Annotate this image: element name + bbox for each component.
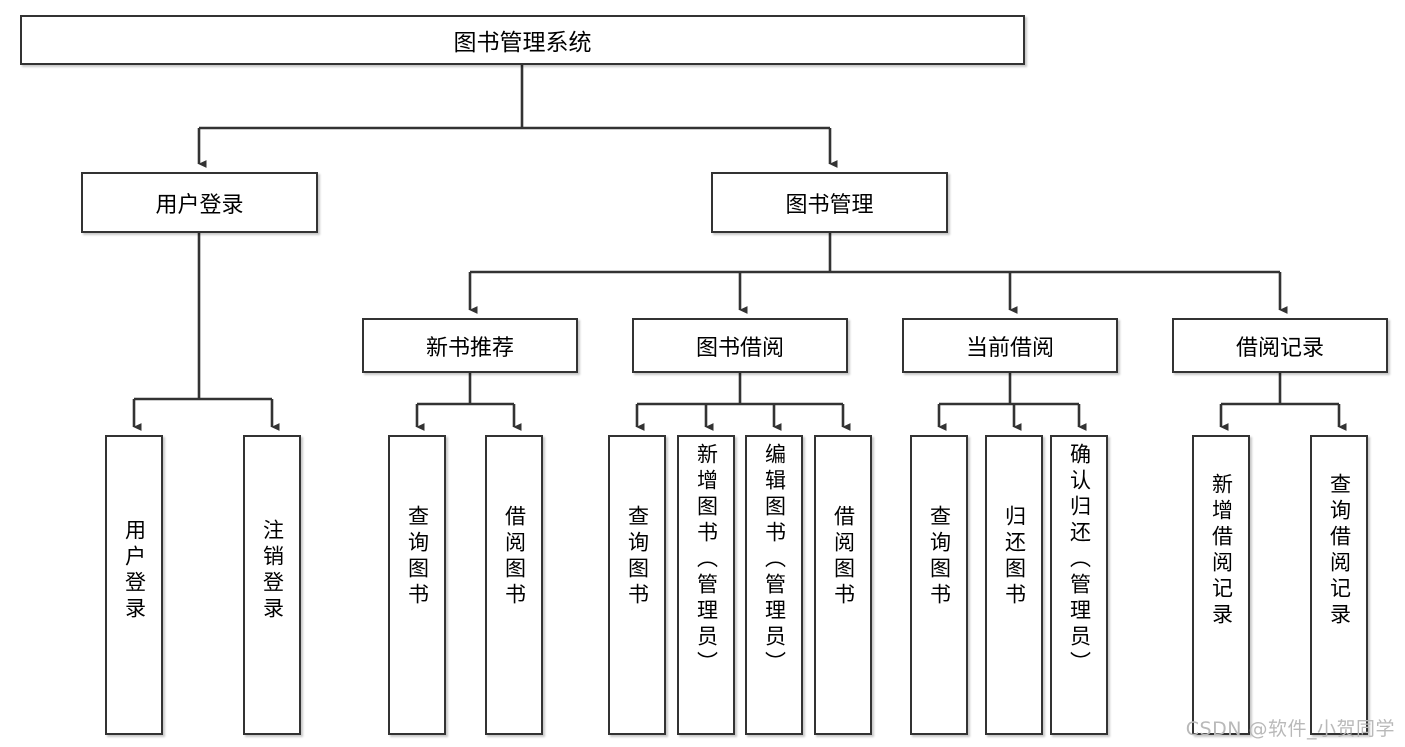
node-user-login-label: 用户登录 <box>155 192 244 218</box>
node-leaf-query-book-2[interactable]: 查询图书 <box>608 435 666 735</box>
node-leaf-query-book-3[interactable]: 查询图书 <box>910 435 968 735</box>
node-leaf-confirm-return-label: 确认归还（管理员） <box>1067 443 1092 677</box>
node-leaf-add-record[interactable]: 新增借阅记录 <box>1192 435 1250 735</box>
node-book-manage[interactable]: 图书管理 <box>711 172 948 233</box>
node-leaf-user-logout[interactable]: 注销登录 <box>243 435 301 735</box>
node-leaf-edit-book[interactable]: 编辑图书（管理员） <box>745 435 803 735</box>
node-current-borrow-label: 当前借阅 <box>965 335 1054 361</box>
node-leaf-confirm-return[interactable]: 确认归还（管理员） <box>1050 435 1108 735</box>
node-root[interactable]: 图书管理系统 <box>20 15 1025 65</box>
node-leaf-borrow-book-1-label: 借阅图书 <box>502 505 527 609</box>
node-leaf-user-logout-label: 注销登录 <box>260 519 285 623</box>
node-leaf-query-record[interactable]: 查询借阅记录 <box>1310 435 1368 735</box>
node-leaf-query-record-label: 查询借阅记录 <box>1327 473 1352 629</box>
node-current-borrow[interactable]: 当前借阅 <box>902 318 1118 373</box>
node-leaf-return-book[interactable]: 归还图书 <box>985 435 1043 735</box>
node-leaf-query-book-3-label: 查询图书 <box>927 505 952 609</box>
node-borrow-record[interactable]: 借阅记录 <box>1172 318 1388 373</box>
node-user-login[interactable]: 用户登录 <box>81 172 318 233</box>
node-leaf-return-book-label: 归还图书 <box>1002 505 1027 609</box>
node-leaf-add-record-label: 新增借阅记录 <box>1209 473 1234 629</box>
node-leaf-user-login[interactable]: 用户登录 <box>105 435 163 735</box>
csdn-watermark: CSDN @软件_小贺同学 <box>1185 718 1395 740</box>
node-leaf-add-book[interactable]: 新增图书（管理员） <box>677 435 735 735</box>
node-leaf-query-book-2-label: 查询图书 <box>625 505 650 609</box>
node-root-label: 图书管理系统 <box>453 30 592 56</box>
node-leaf-borrow-book-2[interactable]: 借阅图书 <box>814 435 872 735</box>
node-leaf-query-book-1[interactable]: 查询图书 <box>388 435 446 735</box>
node-book-borrow[interactable]: 图书借阅 <box>632 318 848 373</box>
node-leaf-borrow-book-1[interactable]: 借阅图书 <box>485 435 543 735</box>
node-leaf-query-book-1-label: 查询图书 <box>405 505 430 609</box>
node-leaf-add-book-label: 新增图书（管理员） <box>694 443 719 677</box>
node-book-borrow-label: 图书借阅 <box>695 335 784 361</box>
node-new-book-rec[interactable]: 新书推荐 <box>362 318 578 373</box>
node-borrow-record-label: 借阅记录 <box>1235 335 1324 361</box>
node-book-manage-label: 图书管理 <box>785 192 874 218</box>
node-leaf-edit-book-label: 编辑图书（管理员） <box>762 443 787 677</box>
node-leaf-borrow-book-2-label: 借阅图书 <box>831 505 856 609</box>
node-new-book-rec-label: 新书推荐 <box>425 335 514 361</box>
node-leaf-user-login-label: 用户登录 <box>122 519 147 623</box>
